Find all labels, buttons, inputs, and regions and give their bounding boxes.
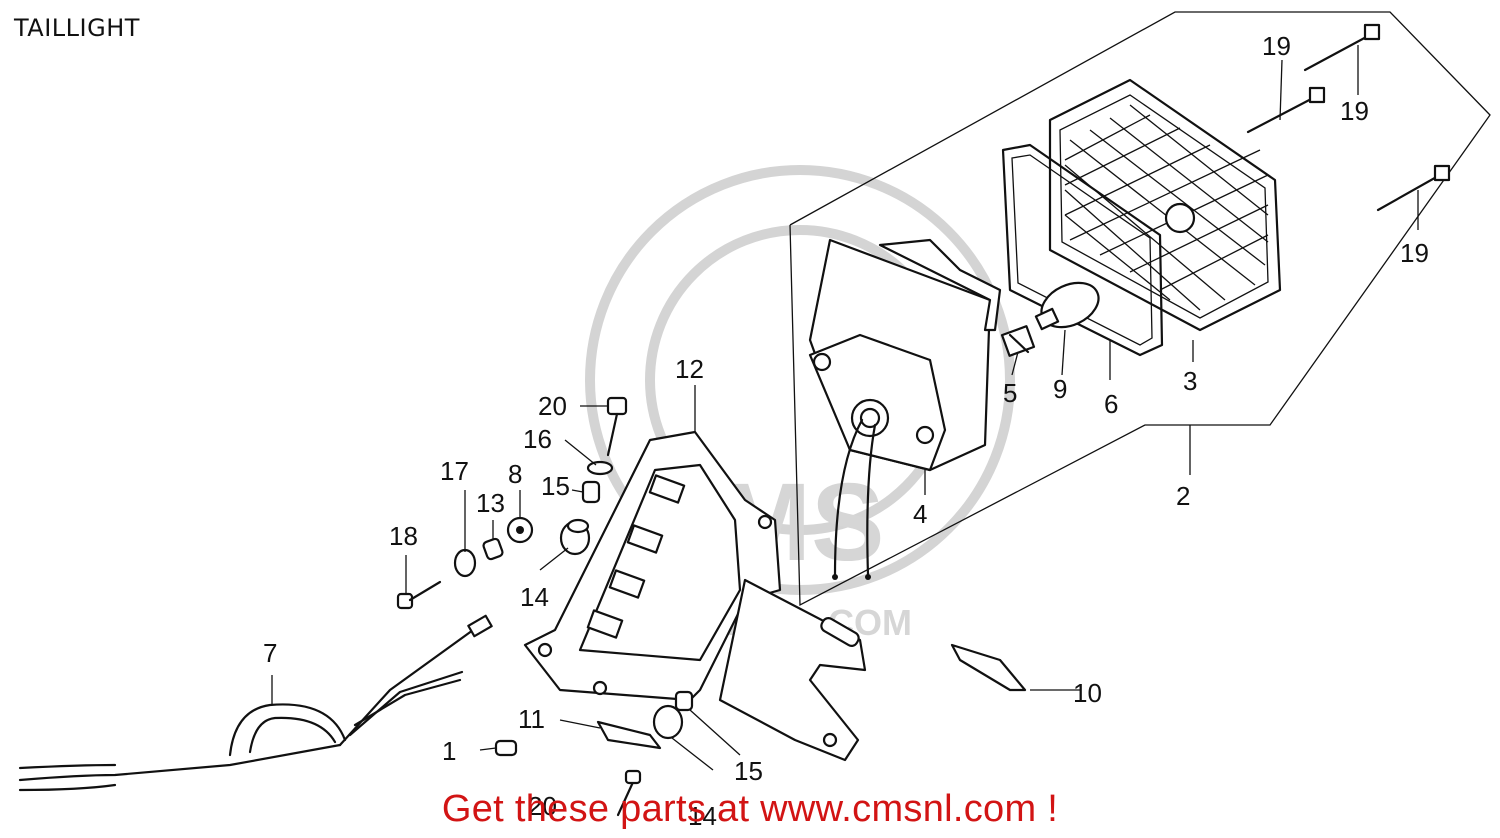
- callout-20a: 20: [538, 391, 567, 421]
- callout-9: 9: [1053, 374, 1067, 404]
- callout-11: 11: [518, 704, 545, 734]
- assembly-outline: [789, 11, 1491, 607]
- callout-19a: 19: [1262, 31, 1291, 61]
- callout-13: 13: [476, 488, 505, 518]
- callout-16: 16: [523, 424, 552, 454]
- wire-harness-part: [18, 614, 493, 792]
- callout-19b: 19: [1340, 96, 1369, 126]
- gasket-part: [1001, 143, 1164, 357]
- footer-promo-link[interactable]: Get these parts at www.cmsnl.com !: [441, 788, 1059, 830]
- callout-20b: 20: [528, 791, 557, 821]
- leader-lines: [271, 45, 1419, 771]
- bracket-part: [523, 430, 867, 762]
- callout-4: 4: [913, 499, 927, 529]
- callout-14a: 14: [520, 582, 549, 612]
- callout-labels: 2 3 4 5 6 9 7 8 10 11 12 13 14 14 15 15 …: [263, 31, 1429, 831]
- screws-19: [1246, 23, 1451, 212]
- callout-8: 8: [508, 459, 522, 489]
- callout-10: 10: [1073, 678, 1102, 708]
- page-title: TAILLIGHT: [14, 14, 140, 42]
- lens-part: [1048, 78, 1282, 332]
- callout-1: 1: [442, 736, 456, 766]
- callout-7: 7: [263, 638, 277, 668]
- callout-19c: 19: [1400, 238, 1429, 268]
- callout-6: 6: [1104, 389, 1118, 419]
- callout-14b: 14: [688, 801, 717, 831]
- callout-2: 2: [1176, 481, 1190, 511]
- housing-part: [808, 238, 1002, 580]
- callout-3: 3: [1183, 366, 1197, 396]
- callout-15a: 15: [541, 471, 570, 501]
- socket-part: [1000, 325, 1036, 357]
- bulb-part: [1034, 281, 1100, 331]
- callout-18: 18: [389, 521, 418, 551]
- callout-5: 5: [1003, 378, 1017, 408]
- callout-12: 12: [675, 354, 704, 384]
- callout-17: 17: [440, 456, 469, 486]
- callout-15b: 15: [734, 756, 763, 786]
